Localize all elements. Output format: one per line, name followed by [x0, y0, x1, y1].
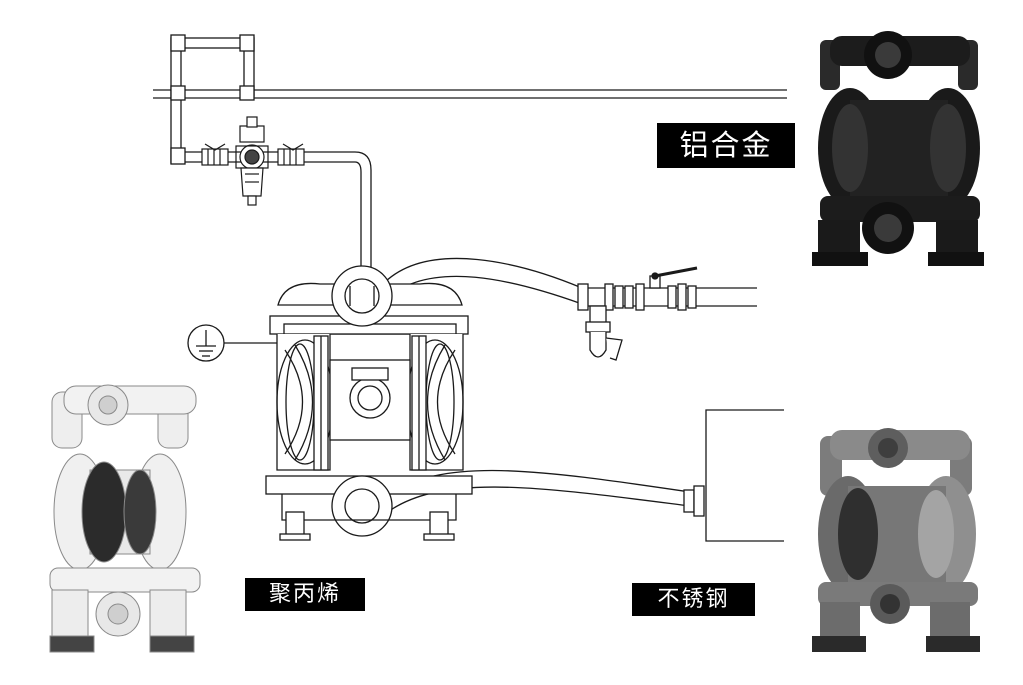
- polypropylene-label: 聚丙烯: [245, 578, 365, 611]
- stainless-steel-label: 不锈钢: [632, 583, 755, 616]
- ball-valve-icon: [649, 266, 698, 289]
- air-filter-regulator-icon: [201, 116, 305, 206]
- polypropylene-pump-image: [49, 384, 201, 653]
- pump-icon: [265, 265, 473, 541]
- aluminum-pump-image: [812, 31, 984, 266]
- stainless-pump-image: [812, 428, 980, 652]
- ground-symbol-icon: [187, 324, 278, 362]
- aluminum-label: 铝合金: [657, 123, 795, 168]
- supply-tank: [705, 409, 784, 542]
- outlet-hose: [384, 257, 757, 361]
- air-supply-piping: [153, 34, 787, 272]
